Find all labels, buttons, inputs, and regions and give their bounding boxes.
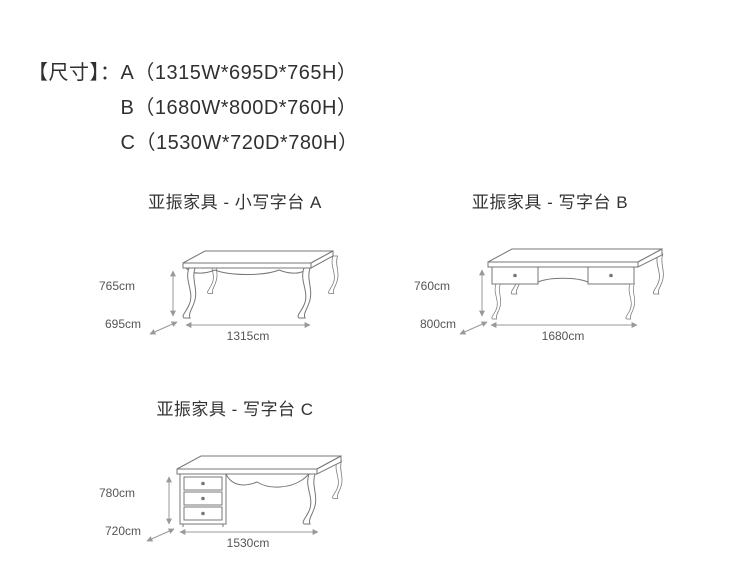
- desk-a-dimension-lines: [149, 270, 311, 335]
- desk-a-illustration: [149, 250, 339, 335]
- product-title-b: 亚振家具 - 写字台 B: [471, 193, 629, 212]
- size-spec-list: A（1315W*695D*765H） B（1680W*800D*760H） C（…: [121, 56, 359, 161]
- desk-c-dimension-lines: [146, 476, 319, 542]
- desk-c-height-label: 780cm: [98, 486, 135, 500]
- size-spec-c: C（1530W*720D*780H）: [120, 132, 359, 154]
- desk-a-art: [182, 250, 339, 319]
- desk-c-width-label: 1530cm: [226, 536, 270, 550]
- desk-c-art: [176, 455, 343, 527]
- desk-b-illustration: [459, 248, 664, 335]
- desk-a-diagram: 765cm 695cm 1315cm: [95, 241, 375, 359]
- desk-b-depth-label: 800cm: [420, 317, 457, 331]
- desk-a-width-label: 1315cm: [226, 329, 270, 343]
- desk-b-width-label: 1680cm: [541, 329, 585, 343]
- desk-b-dimension-lines: [459, 269, 638, 335]
- size-spec-b: B（1680W*800D*760H）: [120, 97, 358, 119]
- desk-a-height-label: 765cm: [98, 279, 135, 293]
- desk-b-height-label: 760cm: [413, 279, 450, 293]
- desk-a-depth-label: 695cm: [105, 317, 142, 331]
- desk-c-depth-label: 720cm: [105, 524, 142, 538]
- product-desk-a: 亚振家具 - 小写字台 A: [95, 188, 375, 359]
- desk-b-art: [487, 248, 664, 320]
- size-header: 【尺寸】： A（1315W*695D*765H） B（1680W*800D*76…: [28, 56, 359, 161]
- desk-c-diagram: 780cm 720cm 1530cm: [95, 448, 375, 566]
- product-desk-c: 亚振家具 - 写字台 C: [95, 395, 375, 566]
- product-title-c: 亚振家具 - 写字台 C: [156, 400, 314, 419]
- desk-c-illustration: [146, 455, 343, 542]
- product-title-a: 亚振家具 - 小写字台 A: [148, 193, 322, 212]
- size-spec-a: A（1315W*695D*765H）: [120, 62, 358, 84]
- size-header-label: 【尺寸】：: [28, 62, 121, 84]
- desk-b-diagram: 760cm 800cm 1680cm: [410, 241, 690, 359]
- product-desk-b: 亚振家具 - 写字台 B: [410, 188, 690, 359]
